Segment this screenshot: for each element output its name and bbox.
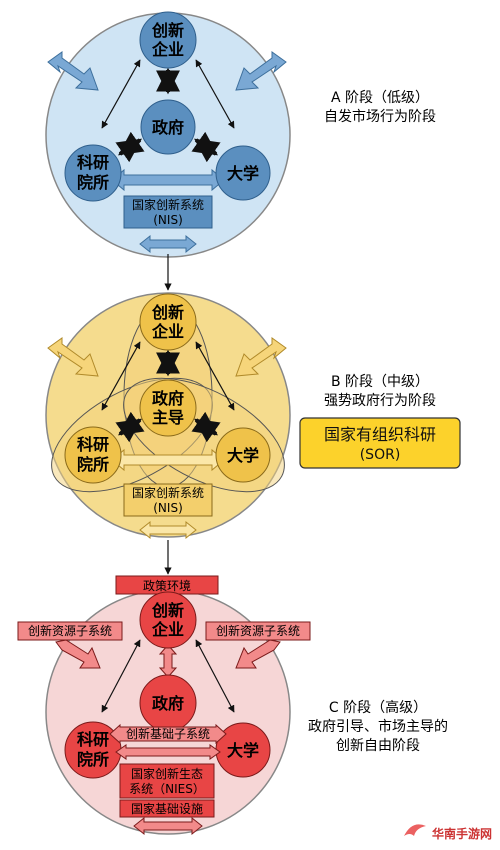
stage-c-caption-line2: 政府引导、市场主导的: [308, 718, 448, 735]
stage-c-infrastructure-box: [119, 799, 215, 818]
stage-a-government-node: [140, 99, 196, 155]
stage-a-nis-line1: 国家创新系统: [132, 197, 204, 212]
stage-a-nis-line2: (NIS): [153, 213, 183, 227]
stage-b-institute-line1: 科研: [77, 435, 109, 454]
stage-c-nies-line2: 系统（NIES）: [129, 782, 205, 796]
stage-a: 创新 企业 政府 科研 院所 大学 国家创新系统 (NIS) A 阶段（低级） …: [45, 11, 436, 258]
stage-c-institute-line1: 科研: [77, 730, 109, 749]
stage-c-resource-right-label: 创新资源子系统: [216, 623, 300, 638]
stage-c: 政策环境 创新资源子系统 创新资源子系统 创新 企业 政府 科研 院所 大学 创…: [17, 575, 448, 836]
stage-c-resource-left-label: 创新资源子系统: [28, 623, 112, 638]
stage-b-sor-box: [299, 417, 461, 469]
stage-a-right-inflow-arrow: [235, 51, 287, 91]
stage-b-enterprise-node: [139, 293, 197, 351]
stage-c-government-label: 政府: [152, 694, 184, 713]
stage-b-government-line1: 政府: [152, 389, 184, 408]
stage-c-infra-subsystem-label: 创新基础子系统: [126, 726, 210, 741]
stage-a-bottom-double-arrow: [139, 234, 197, 254]
stage-c-policy-label: 政策环境: [143, 578, 191, 593]
stage-b-nis-box: [123, 483, 213, 517]
stage-b-enterprise-line1: 创新: [151, 303, 184, 322]
stage-a-nis-box: [123, 195, 213, 229]
stage-b-sor-line2: (SOR): [360, 447, 401, 463]
stage-c-caption-line3: 创新自由阶段: [336, 738, 420, 754]
stage-b-government-line2: 主导: [152, 408, 184, 427]
watermark-bird-icon: [404, 824, 426, 836]
stage-a-enterprise-node: [139, 11, 197, 69]
watermark-text: 华南手游网: [432, 826, 492, 841]
stage-c-right-inflow-arrow: [235, 639, 281, 669]
stage-a-caption-line2: 自发市场行为阶段: [324, 108, 436, 125]
stage-c-second-double-arrow: [115, 744, 221, 760]
stage-a-institute-line2: 院所: [77, 173, 109, 192]
stage-a-institute-line1: 科研: [77, 153, 109, 172]
stage-b-nis-line2: (NIS): [153, 501, 183, 515]
stage-a-institute-node: [64, 144, 122, 202]
stage-c-resource-left-box: [17, 621, 123, 641]
stage-b-right-inflow-arrow: [235, 337, 287, 377]
stage-a-university-label: 大学: [227, 164, 259, 183]
stage-b-government-node: [139, 379, 197, 437]
stage-a-enterprise-line1: 创新: [151, 21, 184, 40]
stage-c-nies-box: [119, 763, 215, 799]
stage-b-university-node: [215, 427, 271, 483]
stage-a-left-inflow-arrow: [47, 51, 99, 91]
stage-c-bottom-double-arrow: [133, 816, 203, 836]
stage-b-institute-node: [64, 426, 122, 484]
stage-c-infrastructure-label: 国家基础设施: [131, 801, 203, 816]
stage-c-resource-right-box: [205, 621, 311, 641]
stage-c-university-label: 大学: [227, 741, 259, 760]
stage-c-caption-line1: C 阶段（高级）: [329, 699, 427, 716]
stage-a-university-node: [215, 145, 271, 201]
watermark-logo: 华南手游网: [404, 824, 492, 841]
stage-b-university-label: 大学: [227, 446, 259, 465]
stage-b-institute-line2: 院所: [77, 455, 109, 474]
stage-b: 创新 企业 政府 主导 科研 院所 大学 国家创新系统 (NIS) B 阶段（中…: [45, 292, 461, 540]
stage-c-infra-subsystem-arrow: [109, 723, 227, 745]
stage-b-sor-line1: 国家有组织科研: [324, 425, 436, 444]
stage-b-caption-line2: 强势政府行为阶段: [324, 393, 436, 409]
stage-a-government-label: 政府: [152, 118, 184, 137]
stage-b-enterprise-line2: 企业: [151, 322, 184, 341]
stage-a-caption-line1: A 阶段（低级）: [331, 90, 429, 106]
stage-b-left-inflow-arrow: [47, 337, 99, 377]
stage-c-enterprise-line2: 企业: [151, 620, 184, 639]
stage-c-enterprise-node: [139, 591, 197, 649]
stage-c-left-inflow-arrow: [55, 639, 101, 669]
stage-b-bottom-double-arrow: [139, 520, 197, 540]
stage-b-caption-line1: B 阶段（中级）: [331, 374, 429, 390]
stage-b-nis-line1: 国家创新系统: [132, 485, 204, 500]
stage-c-institute-line2: 院所: [77, 750, 109, 769]
stage-c-nies-line1: 国家创新生态: [131, 766, 203, 781]
stage-a-enterprise-line2: 企业: [151, 40, 184, 59]
stage-c-enterprise-line1: 创新: [151, 601, 184, 620]
